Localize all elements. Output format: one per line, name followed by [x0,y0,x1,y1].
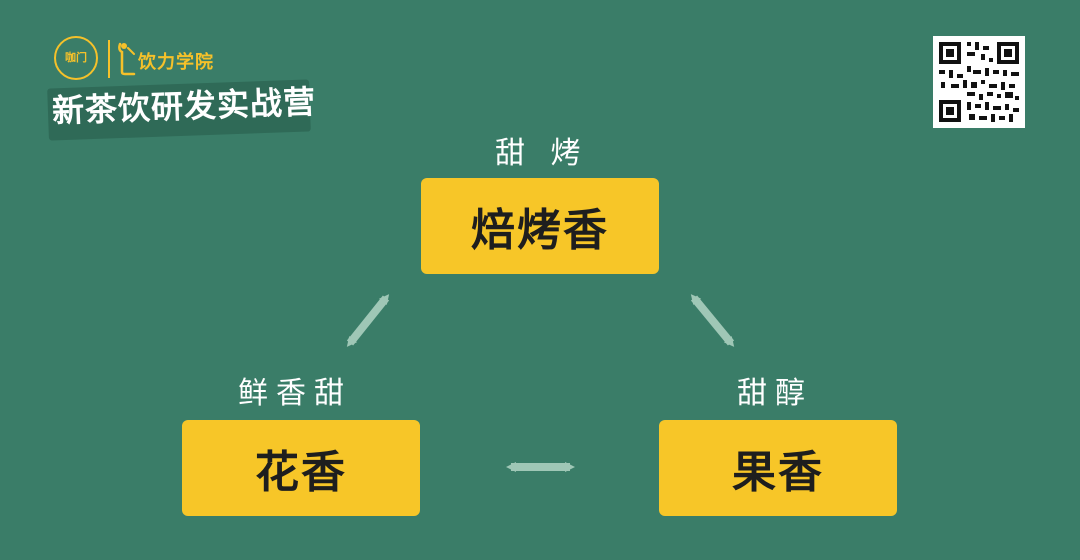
academy-name: 饮力学院 [138,52,214,73]
fruity-aroma-box: 果香 [659,420,897,516]
kamen-logo: 咖门 [54,36,98,80]
top-label: 甜 烤 [495,136,589,171]
logo-text: 咖门 [65,51,87,64]
qr-code-icon [933,36,1025,128]
double-arrow-icon [690,294,735,347]
left-label: 鲜香甜 [238,376,352,411]
logo-mark-icon [118,42,136,76]
logo-divider [108,40,110,78]
roast-aroma-box: 焙烤香 [421,178,659,274]
double-arrow-icon [346,294,390,347]
floral-aroma-box: 花香 [182,420,420,516]
right-label: 甜醇 [737,376,813,411]
